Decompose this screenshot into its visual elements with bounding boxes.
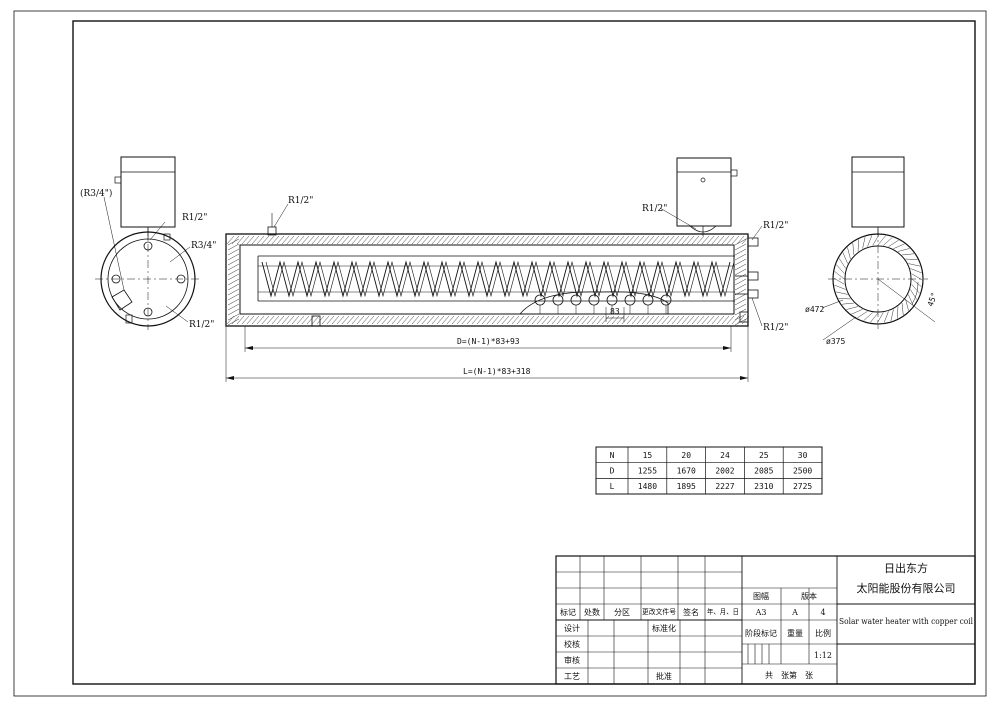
company-line2: 太阳能股份有限公司 <box>857 581 956 595</box>
spec-cell: 2002 <box>715 467 734 476</box>
main-right-tank-box <box>676 157 732 227</box>
drawing-border <box>72 20 976 685</box>
title-block: 日出东方 太阳能股份有限公司 Solar water heater with c… <box>555 555 976 685</box>
product-name: Solar water heater with copper coil <box>839 617 973 626</box>
spec-cell: 15 <box>643 451 653 460</box>
spec-cell: 20 <box>681 451 691 460</box>
tb-sheets-text: 共 张第 张 <box>765 670 813 680</box>
tb-role-approve: 批准 <box>656 671 672 681</box>
copper-coil <box>258 260 735 298</box>
vacuum-tube-sockets <box>534 294 672 314</box>
tb-header-sign: 签名 <box>683 607 699 617</box>
tb-role-design: 设计 <box>564 623 580 633</box>
tb-stage-mark-label: 阶段标记 <box>745 628 777 638</box>
tb-scale-label: 比例 <box>815 628 831 638</box>
label-dia-375: ø375 <box>826 337 845 346</box>
label-pitch-83: 83 <box>610 307 620 316</box>
label-dim-D: D=(N-1)*83+93 <box>457 337 520 346</box>
label-r12-main-right-bottom: R1/2" <box>763 323 788 333</box>
main-tank-inner <box>239 244 735 315</box>
spec-cell: 1895 <box>677 482 696 491</box>
spec-cell: 25 <box>759 451 769 460</box>
spec-cell: 2085 <box>754 467 773 476</box>
label-r12-main-right-top: R1/2" <box>642 204 667 214</box>
spec-cell: 2310 <box>754 482 773 491</box>
tb-scale: 1:12 <box>814 651 832 660</box>
outer-frame <box>13 10 987 697</box>
spec-cell: 24 <box>720 451 730 460</box>
tb-role-review: 审核 <box>564 655 580 665</box>
label-angle-45: 45° <box>926 291 939 308</box>
spec-row-key: D <box>610 467 615 476</box>
main-section-view: R1/2" R1/2" R1/2" R1/2" 83 D=(N-1)*83+93… <box>225 157 788 382</box>
label-r12-main-right-side: R1/2" <box>763 221 788 231</box>
tb-version-label: 版本 <box>801 591 817 601</box>
tb-role-standardize: 标准化 <box>652 623 676 633</box>
tb-role-process: 工艺 <box>564 672 580 681</box>
spec-row-key: L <box>610 482 615 491</box>
label-dim-L: L=(N-1)*83+318 <box>463 367 531 376</box>
right-tank-box <box>851 156 905 228</box>
tb-header-date: 年、月、日 <box>707 607 739 616</box>
spec-cell: 2227 <box>715 482 734 491</box>
tb-sheet-size-label: 图幅 <box>753 591 769 601</box>
tb-header-count: 处数 <box>584 607 600 617</box>
tb-role-check: 校核 <box>564 639 580 649</box>
spec-cell: 2500 <box>793 467 812 476</box>
label-r34-paren: (R3/4") <box>80 188 112 199</box>
spec-cell: 1255 <box>638 467 657 476</box>
spec-cell: 30 <box>798 451 808 460</box>
label-r12-left-bottom: R1/2" <box>189 320 214 330</box>
tb-header-change-doc: 更改文件号 <box>642 607 676 616</box>
spec-cell: 2725 <box>793 482 812 491</box>
company-line1: 日出东方 <box>884 561 928 575</box>
right-end-view: 45° ø472 ø375 <box>805 156 939 346</box>
left-tank-box <box>120 156 176 228</box>
spec-cell: 1670 <box>677 467 696 476</box>
label-r12-main-left: R1/2" <box>288 196 313 206</box>
tb-header-mark: 标记 <box>560 607 576 617</box>
spec-cell: 1480 <box>638 482 657 491</box>
tb-version: A <box>791 608 798 617</box>
tb-weight-label: 重量 <box>787 628 803 638</box>
label-dia-472: ø472 <box>805 305 824 314</box>
insulation-hatch <box>226 235 750 326</box>
right-end-insulation-hatch <box>833 234 923 324</box>
left-end-view: (R3/4") R1/2" R3/4" R1/2" <box>80 156 216 330</box>
tb-sheet-size: A3 <box>755 608 767 617</box>
spec-row-key: N <box>610 451 615 460</box>
label-r34-left: R3/4" <box>191 241 216 251</box>
tb-sheet-count: 4 <box>820 608 825 617</box>
label-r12-left-top: R1/2" <box>182 213 207 223</box>
tb-header-zone: 分区 <box>614 608 630 617</box>
